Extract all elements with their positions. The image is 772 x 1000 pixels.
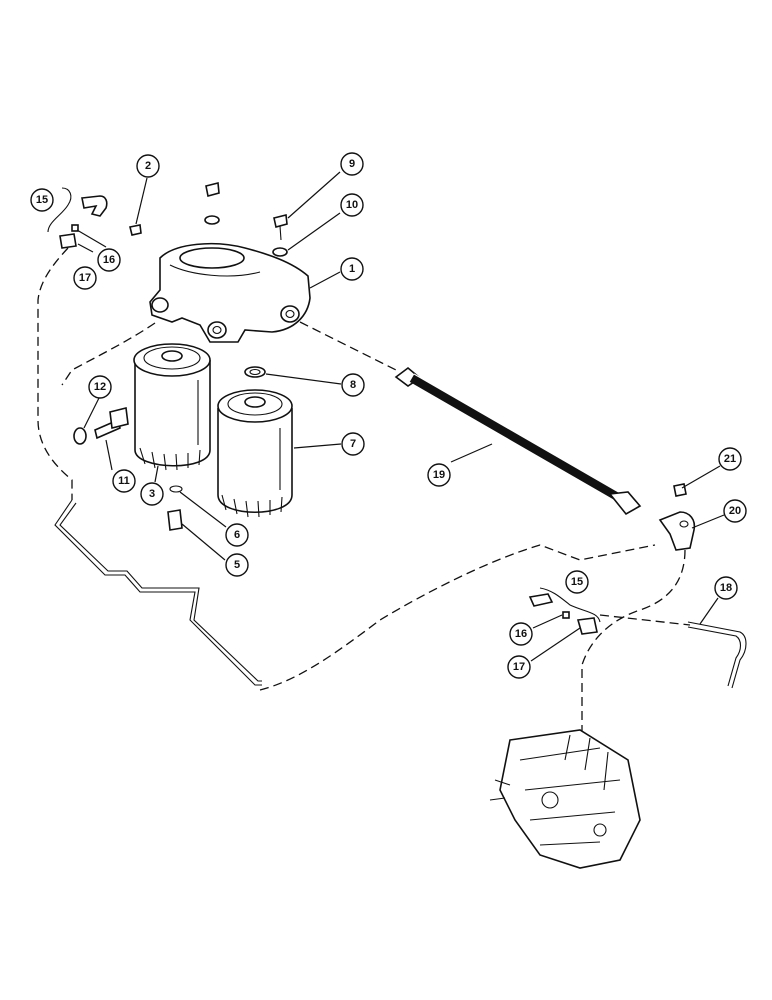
svg-text:21: 21 [724,453,736,465]
injection-pump [489,729,641,869]
callout-5: 5 [225,553,249,577]
svg-text:17: 17 [513,661,525,673]
svg-text:12: 12 [94,381,106,393]
svg-text:10: 10 [346,199,358,211]
callout-9: 9 [340,152,364,176]
callout-7: 7 [341,432,365,456]
svg-text:17: 17 [79,272,91,284]
callout-3: 3 [140,482,164,506]
svg-text:1: 1 [349,263,355,275]
o-ring-8 [244,366,266,378]
svg-text:19: 19 [433,469,445,481]
callout-17-right: 17 [507,655,531,679]
callout-16-top: 16 [97,248,121,272]
filter-cartridge-7 [217,389,293,518]
callout-15-right: 15 [565,570,589,594]
svg-text:7: 7 [350,438,356,450]
callout-8: 8 [341,373,365,397]
svg-text:20: 20 [729,505,741,517]
svg-text:16: 16 [103,254,115,266]
callout-18: 18 [714,576,738,600]
callout-6: 6 [225,523,249,547]
callout-12: 12 [88,375,112,399]
svg-text:6: 6 [234,529,240,541]
svg-text:9: 9 [349,158,355,170]
callout-20: 20 [723,499,747,523]
callout-16-right: 16 [509,622,533,646]
callout-2: 2 [136,154,160,178]
fuel-line-routing [37,187,691,740]
filter-cartridge-3 [133,343,211,471]
svg-text:15: 15 [571,576,583,588]
return-tube-left [54,499,262,686]
callout-1: 1 [340,257,364,281]
svg-text:15: 15 [36,194,48,206]
callout-21: 21 [718,447,742,471]
leader-lines [76,171,725,662]
callout-11: 11 [112,469,136,493]
callout-19: 19 [427,463,451,487]
small-parts [59,181,696,635]
filter-head [149,242,311,343]
svg-text:16: 16 [515,628,527,640]
callout-15-top: 15 [30,188,54,212]
svg-text:8: 8 [350,379,356,391]
callout-10: 10 [340,193,364,217]
svg-text:2: 2 [145,160,151,172]
svg-text:18: 18 [720,582,732,594]
fuel-hose-19 [394,366,642,516]
svg-text:3: 3 [149,488,155,500]
svg-text:11: 11 [118,475,130,487]
return-tube-18 [687,621,747,689]
callout-17-top: 17 [73,266,97,290]
svg-text:5: 5 [234,559,240,571]
